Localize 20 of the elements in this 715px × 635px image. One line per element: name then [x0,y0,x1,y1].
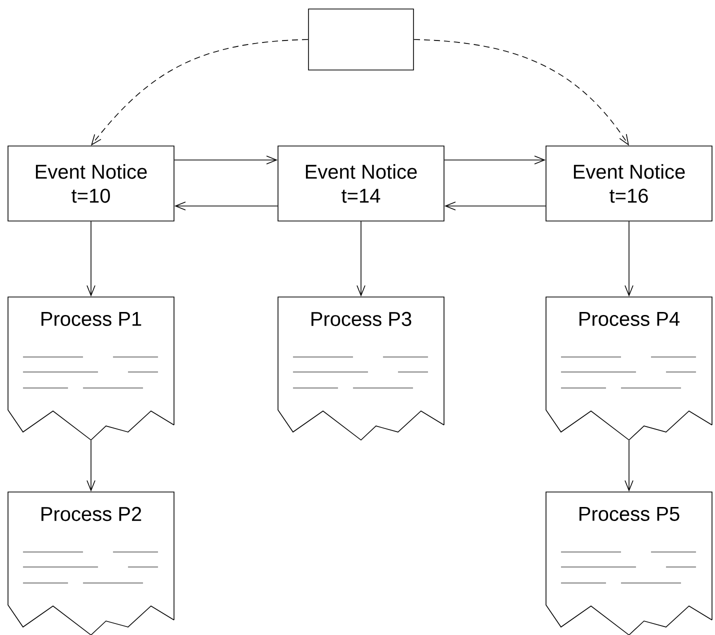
arrow [174,156,278,164]
document-shape: Process P1 [8,296,174,441]
arrow [86,440,96,492]
document-shape: Process P2 [8,492,174,635]
arrow [414,39,629,146]
arrow [624,440,634,492]
arrow [356,221,366,297]
arrow [174,202,278,210]
arrow [444,202,546,210]
arrow [624,221,634,297]
document-shape: Process P5 [546,492,712,635]
arrow [86,221,96,297]
document-shape: Process P3 [278,296,444,441]
queue-box [308,8,414,70]
arrow [91,39,308,146]
document-shape: Process P4 [546,296,712,441]
event-box: Event Notice t=16 [546,146,712,222]
event-box: Event Notice t=14 [278,146,444,222]
event-box: Event Notice t=10 [8,146,174,222]
arrow [444,156,546,164]
